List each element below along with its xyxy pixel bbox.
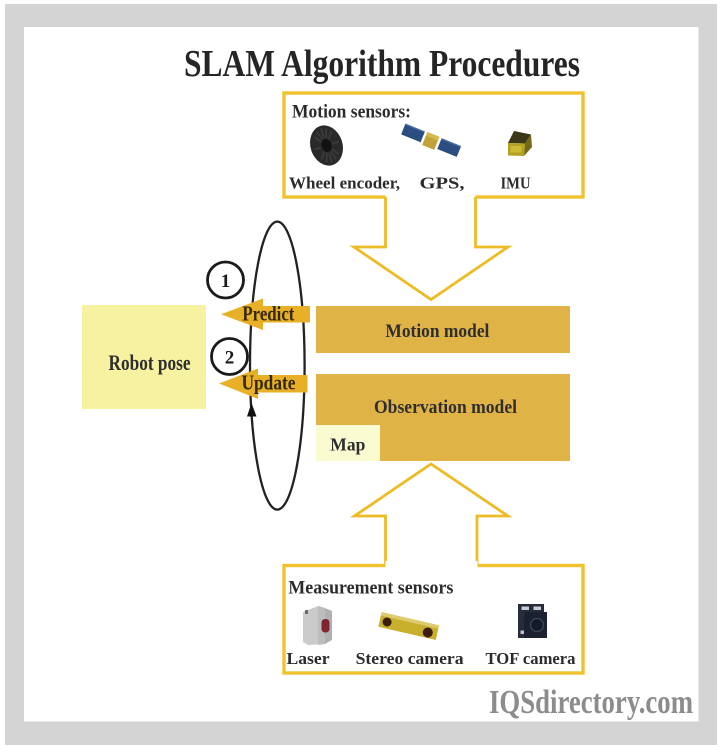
svg-text:2: 2 <box>225 348 235 369</box>
svg-text:Laser: Laser <box>287 649 330 668</box>
svg-text:Motion sensors:: Motion sensors: <box>292 102 411 123</box>
svg-text:Update: Update <box>242 370 296 394</box>
svg-text:Motion model: Motion model <box>385 321 489 342</box>
svg-text:IQSdirectory.com: IQSdirectory.com <box>489 684 693 721</box>
svg-text:IMU: IMU <box>501 174 531 193</box>
svg-text:Measurement sensors: Measurement sensors <box>288 578 453 599</box>
svg-text:1: 1 <box>221 271 231 292</box>
svg-text:Robot pose: Robot pose <box>109 350 191 375</box>
svg-text:Wheel encoder,: Wheel encoder, <box>289 174 400 193</box>
svg-text:Predict: Predict <box>242 301 294 325</box>
svg-text:GPS,: GPS, <box>420 174 465 193</box>
svg-text:TOF camera: TOF camera <box>486 649 576 668</box>
svg-text:Map: Map <box>330 434 365 454</box>
svg-text:Stereo camera: Stereo camera <box>356 649 465 668</box>
svg-text:SLAM Algorithm Procedures: SLAM Algorithm Procedures <box>184 43 580 85</box>
svg-text:Observation model: Observation model <box>374 397 517 418</box>
